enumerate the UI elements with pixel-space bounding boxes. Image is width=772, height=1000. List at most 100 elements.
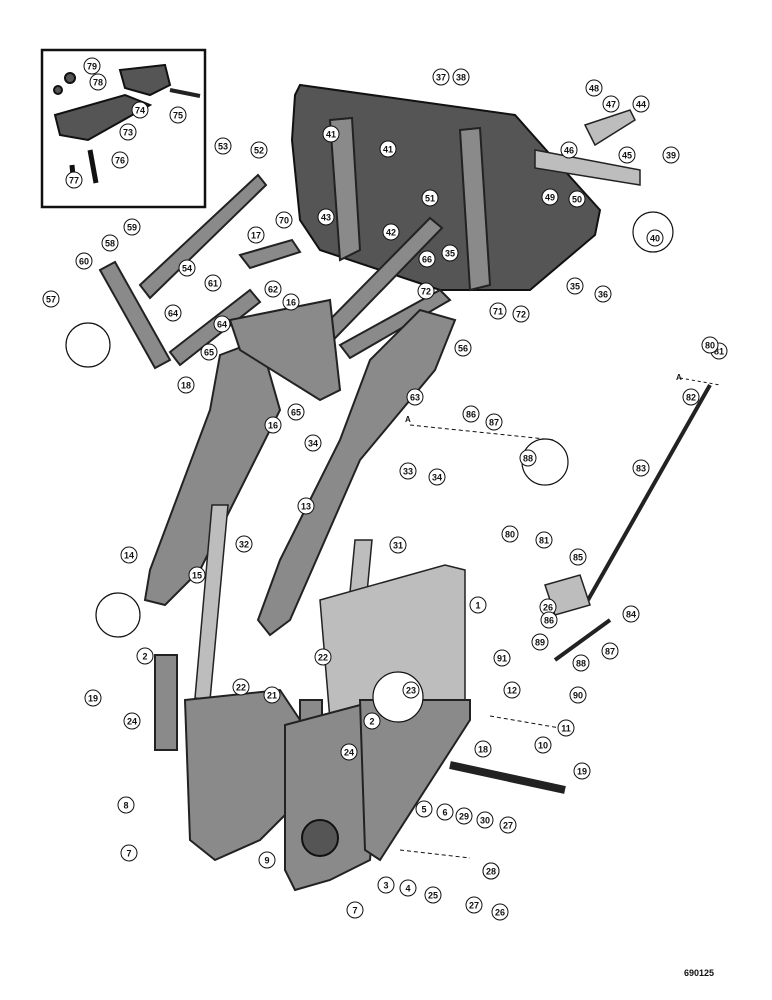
- callout-label: 29: [459, 812, 469, 822]
- callout-49: 49: [541, 188, 559, 206]
- callout-bubble: [89, 73, 107, 91]
- callout-35: 35: [566, 277, 584, 295]
- pivot-hub: [301, 819, 339, 857]
- callout-label: 62: [268, 285, 278, 295]
- callout-bubble: [572, 654, 590, 672]
- callout-label: 5: [421, 805, 426, 815]
- callout-bubble: [258, 851, 276, 869]
- callout-label: 17: [251, 231, 261, 241]
- callout-label: 39: [666, 151, 676, 161]
- callout-label: 49: [545, 193, 555, 203]
- callout-2: 2: [136, 647, 154, 665]
- callout-24: 24: [123, 712, 141, 730]
- callout-label: 80: [505, 530, 515, 540]
- callout-label: 26: [543, 603, 553, 613]
- callout-83: 83: [632, 459, 650, 477]
- callout-bubble: [402, 681, 420, 699]
- callout-bubble: [131, 101, 149, 119]
- callout-label: 48: [589, 84, 599, 94]
- callout-bubble: [618, 146, 636, 164]
- callout-label: 91: [497, 654, 507, 664]
- callout-bubble: [534, 736, 552, 754]
- callout-bubble: [476, 811, 494, 829]
- callout-87: 87: [485, 413, 503, 431]
- callout-27: 27: [465, 896, 483, 914]
- callout-11: 11: [557, 719, 575, 737]
- callout-label: 73: [123, 128, 133, 138]
- callout-bubble: [452, 68, 470, 86]
- callout-bubble: [264, 280, 282, 298]
- bucket-bracket-39: [534, 149, 641, 186]
- callout-label: 64: [217, 320, 227, 330]
- callout-22: 22: [314, 648, 332, 666]
- leader-11: [489, 715, 561, 729]
- lever-60: [98, 260, 172, 370]
- callout-33: 33: [399, 462, 417, 480]
- callout-bubble: [491, 903, 509, 921]
- callout-bubble: [531, 633, 549, 651]
- callout-65: 65: [200, 343, 218, 361]
- callout-80: 80: [701, 336, 719, 354]
- cross-tube-13: [228, 298, 342, 402]
- axis-letter-a2: A: [676, 373, 682, 382]
- callout-bubble: [455, 807, 473, 825]
- callout-bubble: [275, 211, 293, 229]
- callout-label: 30: [480, 816, 490, 826]
- callout-label: 2: [142, 652, 147, 662]
- callout-82: 82: [682, 388, 700, 406]
- callout-label: 41: [383, 145, 393, 155]
- callout-label: 18: [478, 745, 488, 755]
- callout-bubble: [120, 546, 138, 564]
- side-plate-left: [183, 688, 302, 862]
- callout-bubble: [282, 293, 300, 311]
- callout-39: 39: [662, 146, 680, 164]
- callout-52: 52: [250, 141, 268, 159]
- callout-label: 77: [69, 176, 79, 186]
- callout-label: 44: [636, 100, 646, 110]
- callout-label: 81: [539, 536, 549, 546]
- detail-circle-64: [65, 322, 111, 368]
- callout-label: 36: [598, 290, 608, 300]
- callout-label: 6: [442, 808, 447, 818]
- callout-77: 77: [65, 171, 83, 189]
- callout-41: 41: [322, 125, 340, 143]
- leader-axis-a: [409, 424, 556, 441]
- callout-label: 52: [254, 146, 264, 156]
- callout-label: 24: [344, 748, 354, 758]
- callout-44: 44: [632, 95, 650, 113]
- callout-label: 13: [301, 502, 311, 512]
- callout-34: 34: [304, 434, 322, 452]
- callout-80: 80: [501, 525, 519, 543]
- callout-23: 23: [402, 681, 420, 699]
- callout-89: 89: [531, 633, 549, 651]
- callout-35: 35: [441, 244, 459, 262]
- callout-bubble: [250, 141, 268, 159]
- bucket-rib-left: [328, 116, 362, 262]
- callout-51: 51: [421, 189, 439, 207]
- callout-bubble: [213, 315, 231, 333]
- callout-bubble: [568, 190, 586, 208]
- callout-label: 87: [605, 647, 615, 657]
- callout-label: 28: [486, 867, 496, 877]
- callout-42: 42: [382, 223, 400, 241]
- callout-58: 58: [101, 234, 119, 252]
- callout-14: 14: [120, 546, 138, 564]
- callout-label: 10: [538, 741, 548, 751]
- callout-bubble: [346, 901, 364, 919]
- callout-74: 74: [131, 101, 149, 119]
- callout-bubble: [417, 282, 435, 300]
- callout-label: 90: [573, 691, 583, 701]
- callout-label: 7: [126, 849, 131, 859]
- callout-90: 90: [569, 686, 587, 704]
- lower-bracket: [358, 699, 471, 862]
- callout-bubble: [503, 681, 521, 699]
- callout-label: 43: [321, 213, 331, 223]
- callout-label: 74: [135, 106, 145, 116]
- bucket-rib-right: [458, 126, 492, 292]
- callout-label: 2: [369, 717, 374, 727]
- callout-bubble: [247, 226, 265, 244]
- detail-circle-29: [95, 592, 141, 638]
- callout-label: 24: [127, 717, 137, 727]
